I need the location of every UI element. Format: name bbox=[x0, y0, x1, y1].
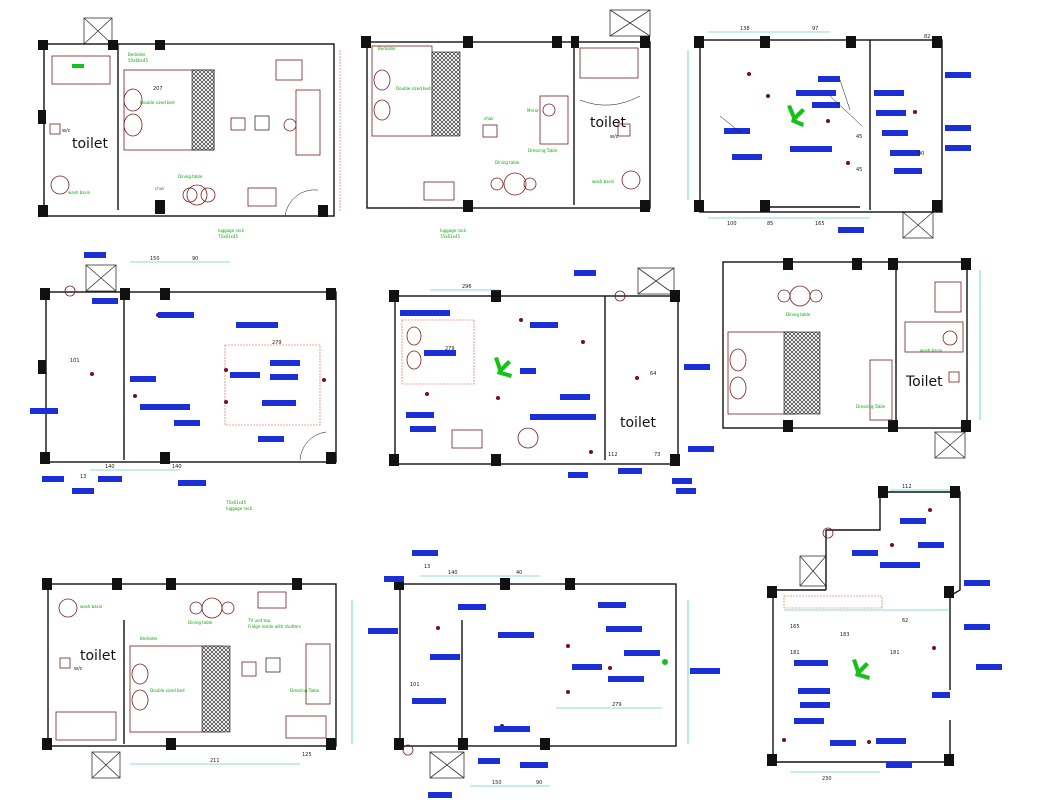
wash-basin-label-7: wash basin bbox=[80, 604, 103, 609]
double-bed-label-2: Double sized bed bbox=[396, 86, 431, 91]
dim-82: 82 bbox=[924, 34, 930, 40]
toilet-label-2: toilet bbox=[590, 115, 626, 131]
toilet-label-7: toilet bbox=[80, 648, 116, 664]
dim-150-p8: 150 bbox=[492, 780, 502, 786]
dim-112: 112 bbox=[608, 452, 618, 458]
dim-90-p8: 90 bbox=[536, 780, 542, 786]
dressing-table-label-2: Dressing Table bbox=[528, 148, 558, 153]
wash-basin-label-6: wash basin bbox=[920, 348, 943, 353]
double-bed-label-7: Double sized bed bbox=[150, 688, 185, 693]
dim-207: 207 bbox=[153, 86, 163, 92]
dim-150: 150 bbox=[150, 256, 160, 262]
dim-45b: 45 bbox=[856, 167, 862, 173]
chair-label-2: chair bbox=[484, 116, 494, 121]
wc-label: w/c bbox=[62, 128, 71, 134]
dim-125: 125 bbox=[302, 752, 312, 758]
floor-plan-3: 138 97 82 100 85 165 45 45 90 bbox=[687, 26, 971, 239]
dim-279: 279 bbox=[272, 340, 282, 346]
floor-plan-2: Bedsider Double sized bed chair Mirror D… bbox=[361, 9, 651, 239]
dim-62: 62 bbox=[902, 618, 908, 624]
luggage-rack-label-2: luggage rack bbox=[440, 228, 467, 233]
dim-279-p5: 279 bbox=[445, 346, 455, 352]
dim-230: 230 bbox=[822, 776, 832, 782]
dim-140-p8: 140 bbox=[448, 570, 458, 576]
luggage-size-2: 75x61x45 bbox=[440, 234, 460, 239]
bedsider-label-7: Bedsider bbox=[140, 636, 158, 641]
dim-97: 97 bbox=[812, 26, 818, 32]
dim-183: 183 bbox=[840, 632, 850, 638]
dim-211: 211 bbox=[210, 758, 220, 764]
dim-13-p8: 13 bbox=[424, 564, 430, 570]
toilet-label-5: toilet bbox=[620, 415, 656, 431]
floor-plan-8: 140 40 13 279 101 150 90 bbox=[368, 550, 720, 798]
dim-40: 40 bbox=[516, 570, 522, 576]
mirror-label: Mirror bbox=[527, 108, 539, 113]
luggage-size-1: 75x61x45 bbox=[218, 234, 238, 239]
floor-plan-6: Dining table Dressing Table Toilet wash … bbox=[722, 258, 981, 459]
floor-plan-9: 112 165 183 62 181 181 230 bbox=[767, 484, 1002, 782]
tv-unit-label: TV unit top bbox=[247, 618, 270, 623]
floor-plan-5: 296 279 toilet 112 73 64 bbox=[389, 267, 714, 494]
dining-table-label-7: Dining table bbox=[188, 620, 213, 625]
floor-plan-4: 150 90 279 101 140 140 13 75x61x45 lugga… bbox=[30, 252, 337, 511]
wash-basin-label: wash basin bbox=[68, 190, 91, 195]
dim-296: 296 bbox=[462, 284, 472, 290]
toilet-label: toilet bbox=[72, 136, 108, 152]
dim-100: 100 bbox=[727, 221, 737, 227]
bedsider-label-2: Bedsider bbox=[378, 46, 396, 51]
luggage-size-4: 75x61x45 bbox=[226, 500, 246, 505]
dining-table-label-6: Dining table bbox=[786, 312, 811, 317]
dressing-table-label-7: Dressing Table bbox=[290, 688, 320, 693]
bedsider-label: Bedsider bbox=[128, 52, 146, 57]
double-bed-label: Double sized bed bbox=[140, 100, 175, 105]
luggage-rack-label-4: luggage rack bbox=[226, 506, 253, 511]
dim-181: 181 bbox=[790, 650, 800, 656]
wc-label-2: w/c bbox=[610, 134, 619, 140]
dim-165: 165 bbox=[815, 221, 825, 227]
dim-165-p9: 165 bbox=[790, 624, 800, 630]
floor-plan-7: wash basin toilet w/c Dining table TV un… bbox=[42, 578, 353, 779]
dim-13: 13 bbox=[80, 474, 86, 480]
dim-138: 138 bbox=[740, 26, 750, 32]
dim-181b: 181 bbox=[890, 650, 900, 656]
dim-140: 140 bbox=[105, 464, 115, 470]
dim-90-p4: 90 bbox=[192, 256, 198, 262]
wash-basin-label-2: wash basin bbox=[592, 179, 615, 184]
toilet-label-6: Toilet bbox=[905, 374, 943, 390]
dim-85: 85 bbox=[767, 221, 773, 227]
dining-table-label: Dining table bbox=[178, 174, 203, 179]
dim-101: 101 bbox=[70, 358, 80, 364]
dim-64: 64 bbox=[650, 371, 656, 377]
floor-plan-1: toilet w/c wash basin Bedsider 50x60x45 … bbox=[38, 17, 341, 239]
dim-90: 90 bbox=[918, 151, 924, 157]
dim-101-p8: 101 bbox=[410, 682, 420, 688]
dressing-table-label-6: Dressing Table bbox=[856, 404, 886, 409]
dim-279-p8: 279 bbox=[612, 702, 622, 708]
dim-45: 45 bbox=[856, 134, 862, 140]
chair-label-1: chair bbox=[155, 186, 165, 191]
fridge-note: Fridge inside with shutters bbox=[248, 624, 301, 629]
luggage-rack-label-1: luggage rack bbox=[218, 228, 245, 233]
bedsider-size: 50x60x45 bbox=[128, 58, 148, 63]
wc-label-7: w/c bbox=[74, 666, 83, 672]
dim-140b: 140 bbox=[172, 464, 182, 470]
dim-73: 73 bbox=[654, 452, 660, 458]
dim-112-p9: 112 bbox=[902, 484, 912, 490]
dining-table-label-2: Dining table bbox=[495, 160, 520, 165]
